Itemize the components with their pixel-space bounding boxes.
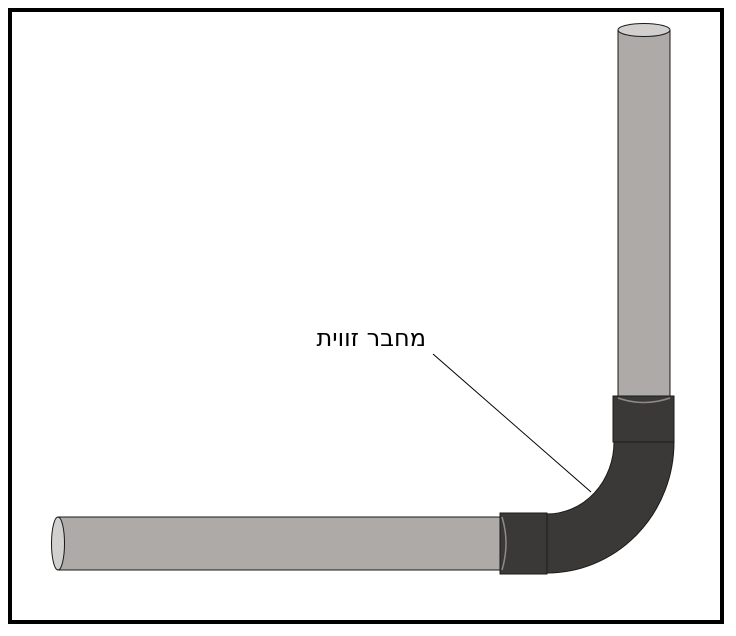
elbow-horizontal-socket	[499, 512, 548, 575]
elbow-vertical-socket	[612, 395, 675, 443]
elbow-connector-label: מחבר זווית	[316, 324, 426, 352]
horizontal-pipe	[51, 516, 503, 571]
horizontal-pipe-end-cap	[51, 516, 65, 571]
vertical-pipe-end-cap	[617, 23, 671, 37]
callout-leader-line	[432, 353, 592, 493]
vertical-pipe	[617, 23, 671, 403]
elbow-connector	[499, 395, 675, 575]
